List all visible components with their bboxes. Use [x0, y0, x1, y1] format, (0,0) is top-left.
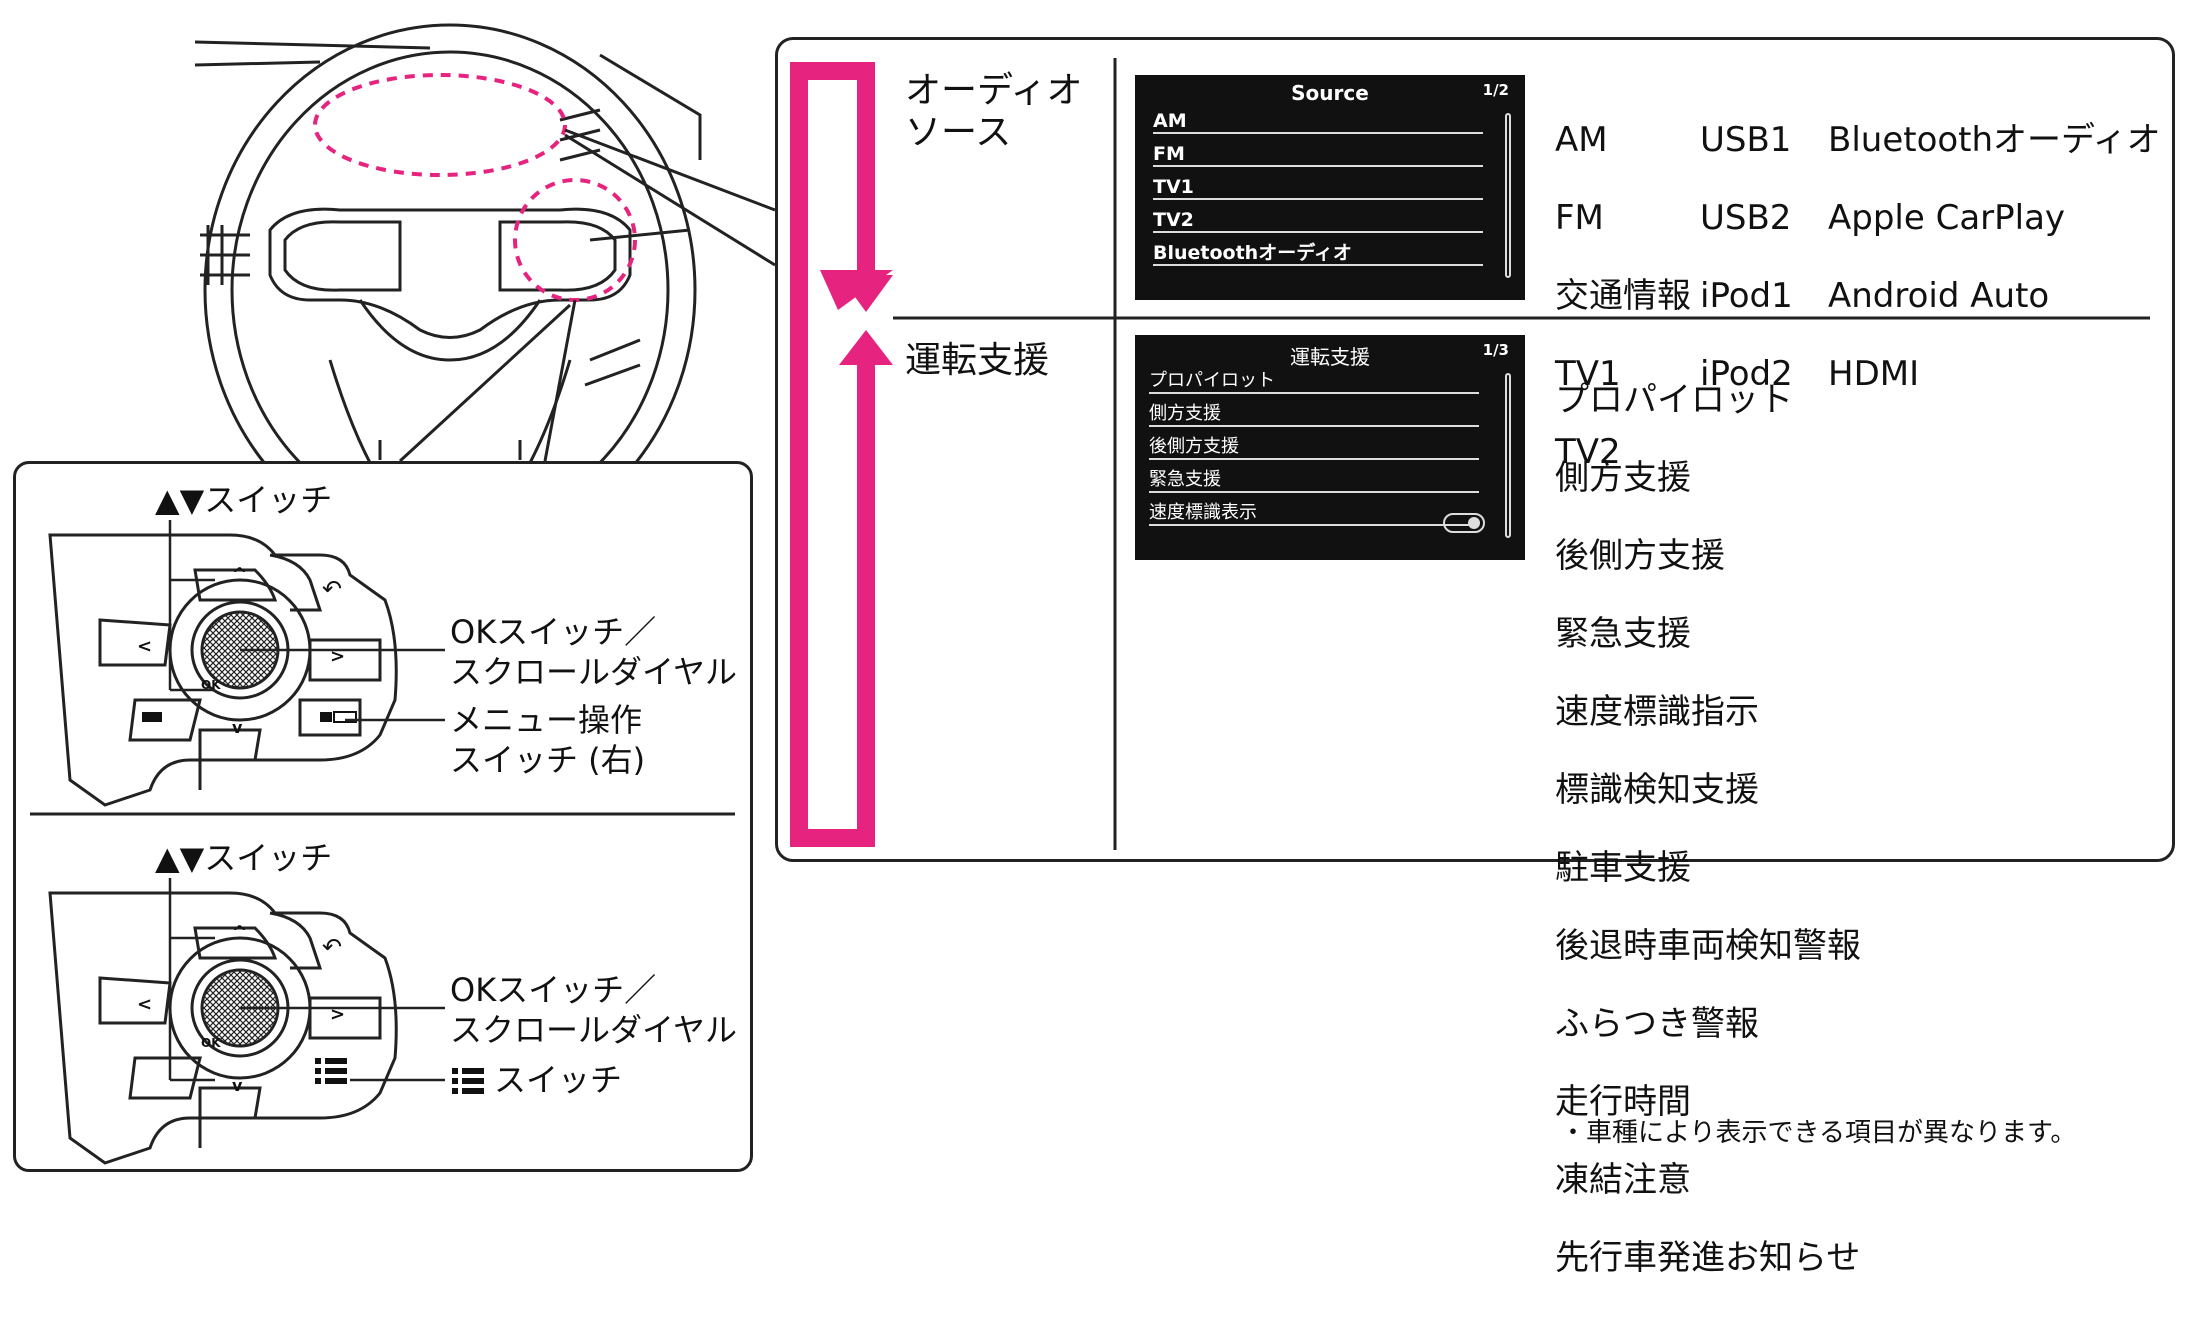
- screen-row[interactable]: FM: [1153, 134, 1483, 167]
- back-button[interactable]: ↶: [322, 575, 343, 603]
- screen-row[interactable]: TV1: [1153, 167, 1483, 200]
- updown-switch-label: ▲▼スイッチ: [155, 839, 333, 877]
- list-item: 後側方支援: [1555, 536, 1725, 576]
- list-item: 緊急支援: [1555, 614, 1691, 654]
- screen-page-indicator: 1/2: [1482, 81, 1509, 99]
- right-button[interactable]: >: [330, 1004, 346, 1025]
- list-item: プロパイロット: [1555, 380, 1793, 420]
- up-button[interactable]: ^: [232, 564, 248, 585]
- screen-title: 運転支援: [1290, 345, 1370, 369]
- audio-source-screen: Source 1/2 AM FM TV1 TV2 Bluetoothオーディオ: [1135, 75, 1525, 300]
- list-item: Android Auto: [1828, 276, 2050, 316]
- list-item: TV1: [1555, 354, 1621, 394]
- updown-switch-label: ▲▼スイッチ: [155, 481, 333, 519]
- down-button[interactable]: v: [232, 718, 243, 737]
- ok-label-icon: OK: [201, 1036, 221, 1050]
- list-item: FM: [1555, 198, 1604, 238]
- list-item: AM: [1555, 120, 1608, 160]
- screen-row[interactable]: 側方支援: [1149, 394, 1479, 427]
- list-item: Apple CarPlay: [1828, 198, 2066, 238]
- list-item: USB1: [1700, 120, 1792, 160]
- list-icon-label: [452, 1068, 484, 1094]
- list-item: iPod2: [1700, 354, 1793, 394]
- ok-switch-label: OKスイッチ／ スクロールダイヤル: [450, 971, 738, 1049]
- list-item: 側方支援: [1555, 458, 1691, 498]
- list-item: 先行車発進お知らせ: [1555, 1238, 1861, 1278]
- switch-inset: [13, 461, 753, 1172]
- screen-row[interactable]: Bluetoothオーディオ: [1153, 233, 1483, 266]
- list-item: iPod1: [1700, 276, 1793, 316]
- down-arrowhead: [839, 275, 893, 312]
- list-icon: [315, 1058, 347, 1084]
- audio-section-label: オーディオ ソース: [905, 70, 1083, 153]
- list-switch-label: スイッチ: [494, 1061, 623, 1099]
- screen-row[interactable]: 緊急支援: [1149, 460, 1479, 493]
- screen-row[interactable]: プロパイロット: [1149, 361, 1479, 394]
- left-button[interactable]: <: [137, 636, 153, 657]
- list-item: ふらつき警報: [1555, 1004, 1759, 1044]
- screen-row[interactable]: AM: [1153, 101, 1483, 134]
- audio-list-col1: AM FM 交通情報 TV1 TV2: [1555, 82, 1691, 511]
- list-item: 交通情報: [1555, 276, 1691, 316]
- list-item: Bluetoothオーディオ: [1828, 120, 2161, 160]
- speed-sign-toggle[interactable]: [1443, 513, 1485, 533]
- audio-list-col3: Bluetoothオーディオ Apple CarPlay Android Aut…: [1828, 82, 2161, 433]
- list-item: HDMI: [1828, 354, 1920, 394]
- list-item: 速度標識指示: [1555, 692, 1759, 732]
- audio-list-col2: USB1 USB2 iPod1 iPod2: [1700, 82, 1793, 433]
- switch-diagrams: [30, 520, 735, 1165]
- list-item: TV2: [1555, 432, 1621, 472]
- driving-support-screen: 運転支援 1/3 プロパイロット 側方支援 後側方支援 緊急支援 速度標識表示: [1135, 335, 1525, 560]
- back-button[interactable]: ↶: [322, 933, 343, 961]
- footnote: ・車種により表示できる項目が異なります。: [1560, 1118, 2077, 1148]
- scrollbar[interactable]: [1505, 113, 1511, 278]
- list-item: 標識検知支援: [1555, 770, 1759, 810]
- down-button[interactable]: v: [232, 1076, 243, 1095]
- ok-switch-label: OKスイッチ／ スクロールダイヤル: [450, 613, 738, 691]
- meter-highlight: [313, 73, 567, 177]
- screen-row[interactable]: 速度標識表示: [1149, 493, 1479, 526]
- menu-panel: [775, 37, 2175, 862]
- cycle-arrow: [790, 58, 2150, 850]
- list-item: 後退時車両検知警報: [1555, 926, 1861, 966]
- driving-section-label: 運転支援: [905, 340, 1050, 381]
- screen-title: Source: [1291, 81, 1369, 105]
- up-button[interactable]: ^: [232, 922, 248, 943]
- list-item: 走行時間: [1555, 1082, 1691, 1122]
- left-button[interactable]: <: [137, 994, 153, 1015]
- ok-label-icon: OK: [201, 678, 221, 692]
- menu-switch-label: メニュー操作 スイッチ (右): [450, 701, 646, 779]
- list-item: USB2: [1700, 198, 1792, 238]
- list-item: 駐車支援: [1555, 848, 1691, 888]
- right-button[interactable]: >: [330, 646, 346, 667]
- screen-row[interactable]: TV2: [1153, 200, 1483, 233]
- screen-page-indicator: 1/3: [1482, 341, 1509, 359]
- scrollbar[interactable]: [1505, 373, 1511, 538]
- screen-row[interactable]: 後側方支援: [1149, 427, 1479, 460]
